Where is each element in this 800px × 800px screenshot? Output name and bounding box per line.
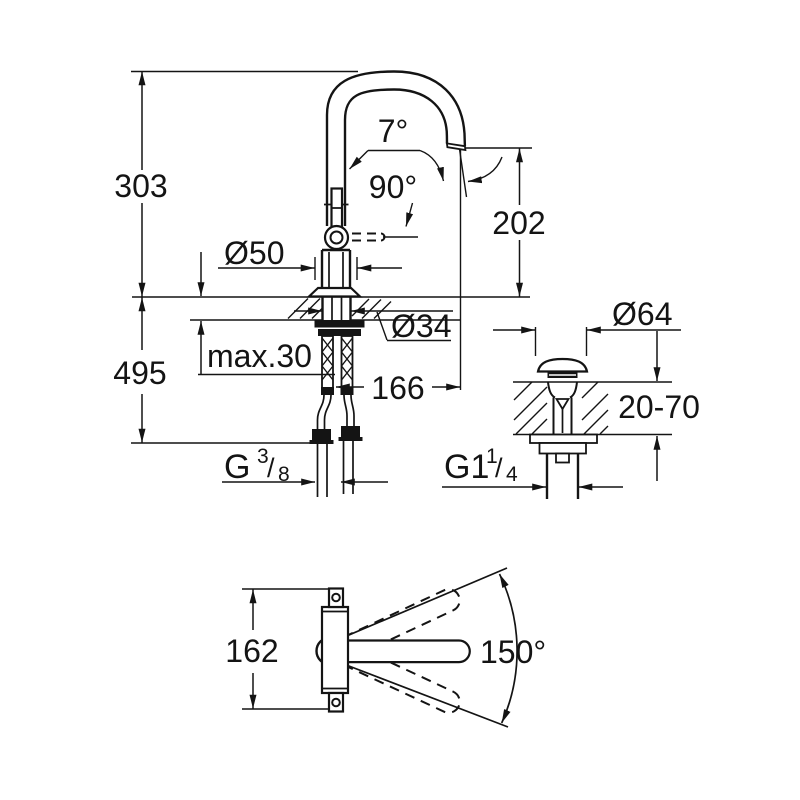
waste-view: Ø64 20-70 G1 1 / 4 xyxy=(442,296,700,499)
thread-g38: G 3 / 8 xyxy=(222,445,388,486)
spout-inner-curve xyxy=(343,88,449,226)
dim-166-label: 166 xyxy=(371,370,424,406)
dim-max30: max.30 xyxy=(197,252,335,376)
dim-dia64-label: Ø64 xyxy=(612,296,672,332)
handle-knob xyxy=(323,224,350,251)
dim-dia64: Ø64 xyxy=(493,296,681,334)
handle-rotated-dashed xyxy=(352,232,381,242)
dim-dia34-label: Ø34 xyxy=(391,308,451,344)
body-housing xyxy=(320,248,352,288)
plan-faucet xyxy=(315,587,471,713)
thread-g114: G1 1 / 4 xyxy=(442,445,623,491)
swivel-range xyxy=(334,567,518,728)
spout-position-upper-dashed xyxy=(334,588,461,662)
dim-dia34: Ø34 xyxy=(294,307,453,344)
plan-spout xyxy=(338,639,471,664)
waste-funnel xyxy=(547,381,578,399)
side-view: 303 495 max.30 Ø50 Ø34 xyxy=(113,70,546,497)
dim-dia50-label: Ø50 xyxy=(224,235,284,271)
dim-dia50: Ø50 xyxy=(218,235,402,272)
note-90deg-label: 90° xyxy=(369,169,417,205)
plan-body xyxy=(320,605,350,695)
hose-fitting-right xyxy=(341,426,360,437)
dim-max30-label: max.30 xyxy=(207,338,312,374)
waste-counter-hatch xyxy=(513,381,609,435)
note-7deg-label: 7° xyxy=(378,113,409,149)
reference-lines xyxy=(131,70,532,444)
supply-hoses xyxy=(309,394,363,497)
counter-section-hatch xyxy=(287,298,392,319)
faucet-outline xyxy=(306,70,467,298)
dim-303: 303 xyxy=(114,71,168,297)
plan-reference-lines xyxy=(242,588,344,710)
dim-162-label: 162 xyxy=(225,633,278,669)
dim-495-label: 495 xyxy=(113,355,166,391)
thread-g38-label: G 3 / 8 xyxy=(224,445,290,486)
plan-bracket-bottom xyxy=(327,691,345,713)
waste-cap xyxy=(536,357,589,373)
spout-outer-curve xyxy=(325,70,467,226)
spout-position-lower-dashed xyxy=(334,640,461,714)
base-escutcheon xyxy=(306,286,363,298)
dim-202: 202 xyxy=(492,148,546,297)
thread-g114-label: G1 1 / 4 xyxy=(444,445,518,486)
dim-162: 162 xyxy=(225,589,279,709)
hose-fitting-left xyxy=(312,429,331,440)
note-7deg: 7° xyxy=(349,113,503,184)
plan-bracket-top xyxy=(327,587,345,609)
waste-washer xyxy=(529,433,598,444)
swivel-arc xyxy=(498,573,518,724)
waste-valve xyxy=(554,398,571,411)
dim-150deg-label: 150° xyxy=(480,634,546,670)
plan-view: 162 150° xyxy=(225,567,546,728)
waste-locknut xyxy=(538,442,587,455)
dim-202-label: 202 xyxy=(492,205,545,241)
dim-20-70: 20-70 xyxy=(618,331,700,481)
dim-166: 166 xyxy=(335,370,460,406)
dim-20-70-label: 20-70 xyxy=(618,389,700,425)
pop-up-waste xyxy=(529,357,598,499)
handle-lever xyxy=(323,187,418,251)
spout-outlet xyxy=(445,142,467,152)
dim-303-label: 303 xyxy=(114,168,167,204)
dim-495: 495 xyxy=(113,297,167,443)
waste-tail-tube xyxy=(545,453,580,499)
hose-tail-tubes xyxy=(316,441,354,497)
note-90deg: 90° xyxy=(369,169,417,227)
